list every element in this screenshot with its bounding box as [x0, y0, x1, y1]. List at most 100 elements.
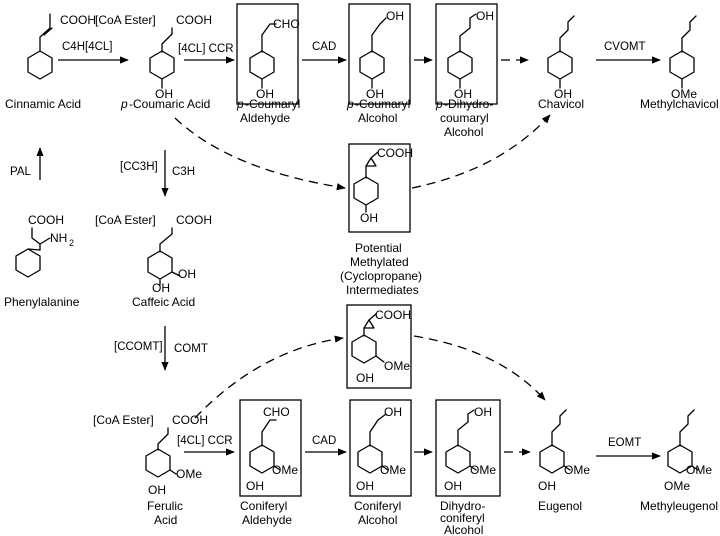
ome-label: OMe	[564, 463, 590, 477]
p-coumaryl-aldehyde-box	[236, 3, 299, 105]
dashed-arrow-to-eugenol	[413, 335, 546, 401]
oh-label: OH	[360, 211, 378, 225]
oh-label-2: OH	[454, 87, 472, 101]
p-dihydro-label-2: coumaryl	[440, 111, 489, 125]
coniferyl-aldehyde-structure: CHO OMe OH	[246, 405, 298, 493]
caffeic-acid-structure: [CoA Ester] COOH OH OH	[95, 213, 212, 295]
p-dihydro-label-1: -Dihydro-	[444, 97, 493, 111]
p-coumaryl-aldehyde-label-2: Aldehyde	[240, 111, 290, 125]
coniferyl-aldehyde-label-1: Coniferyl	[240, 499, 287, 513]
p-dihydrocoumaryl-alcohol-structure: OH OH	[447, 9, 494, 101]
ome-label: OMe	[671, 87, 697, 101]
coa-ester-label: [CoA Ester]	[95, 13, 156, 27]
potential-label-2: Methylated	[350, 255, 409, 269]
ome-label: OMe	[686, 463, 712, 477]
oh-label: OH	[386, 9, 404, 23]
ome-label: OMe	[470, 463, 496, 477]
oh-label-2: OH	[366, 87, 384, 101]
cinnamic-acid-label: Cinnamic Acid	[5, 97, 81, 111]
oh-label: OH	[476, 9, 494, 23]
nh2-subscript: 2	[69, 238, 74, 248]
ome-label: OMe	[384, 359, 410, 373]
nh2-label: NH	[50, 231, 67, 245]
cho-label: CHO	[263, 405, 290, 419]
p-prefix: p	[346, 97, 354, 111]
caffeic-acid-label: Caffeic Acid	[132, 295, 195, 309]
ome-label: OMe	[272, 463, 298, 477]
ome-label-2: OMe	[664, 479, 690, 493]
oh-label: OH	[384, 405, 402, 419]
chavicol-structure: OH	[547, 15, 575, 101]
potential-label-4: Intermediates	[346, 283, 419, 297]
methylchavicol-label: Methylchavicol	[640, 97, 719, 111]
dihydroconiferyl-alcohol-structure: OH OMe OH	[444, 405, 496, 493]
dashed-arrow-to-cyclopropane-1	[174, 117, 346, 191]
methyleugenol-structure: OMe OMe	[664, 409, 712, 493]
c3h-label: C3H	[172, 166, 195, 178]
p-coumaric-acid-structure: [CoA Ester] COOH OH	[95, 13, 212, 101]
cho-label: CHO	[273, 17, 300, 31]
dihydroconiferyl-label-3: Alcohol	[444, 523, 483, 536]
methyleugenol-label: Methyleugenol	[640, 499, 718, 513]
dashed-arrow-to-cyclopropane-2	[194, 335, 344, 419]
p-prefix: p	[435, 97, 443, 111]
phenylalanine-structure: COOH NH 2	[15, 213, 74, 278]
pal-label: PAL	[10, 166, 31, 178]
cooh-label: COOH	[375, 308, 411, 322]
potential-label-1: Potential	[355, 241, 402, 255]
oh-label-2: OH	[444, 479, 462, 493]
eugenol-structure: OMe OH	[538, 409, 590, 493]
chavicol-label: Chavicol	[538, 97, 584, 111]
eomt-label: EOMT	[608, 437, 641, 449]
dashed-arrow-to-chavicol	[411, 114, 551, 189]
coniferyl-alcohol-structure: OH OMe OH	[356, 405, 406, 493]
p-coumaryl-aldehyde-label-1: -Coumaryl	[245, 97, 300, 111]
cooh-label: COOH	[172, 413, 208, 427]
p-dihydro-label-3: Alcohol	[444, 125, 483, 139]
potential-label-3: (Cyclopropane)	[340, 269, 422, 283]
p-coumaryl-alcohol-label-2: Alcohol	[358, 111, 397, 125]
p-coumaryl-alcohol-label-1: -Coumaryl	[355, 97, 410, 111]
dihydroconiferyl-label-1: Dihydro-	[440, 499, 485, 513]
ome-label: OMe	[380, 463, 406, 477]
cyclopropane-intermediate-structure-2: COOH OMe OH	[351, 308, 411, 385]
cooh-label: COOH	[176, 13, 212, 27]
methylchavicol-structure: OMe	[669, 15, 697, 101]
oh-label-2: OH	[356, 479, 374, 493]
p-prefix: p	[236, 97, 244, 111]
cvomt-label: CVOMT	[604, 41, 646, 53]
oh-label: OH	[474, 405, 492, 419]
cooh-label: COOH	[28, 213, 64, 227]
cyclopropane-intermediate-box-1	[348, 143, 411, 233]
ferulic-acid-structure: [CoA Ester] COOH OMe OH	[93, 413, 208, 497]
cinnamic-acid-structure: COOH	[27, 13, 96, 80]
ome-label: OMe	[176, 467, 202, 481]
coniferyl-aldehyde-box	[239, 399, 302, 497]
ccr-label-1: [4CL] CCR	[178, 43, 234, 55]
p-coumaryl-alcohol-structure: OH OH	[359, 9, 404, 101]
coniferyl-alcohol-label-1: Coniferyl	[354, 499, 401, 513]
cad-label-1: CAD	[312, 41, 336, 53]
comt-label: COMT	[174, 343, 208, 355]
oh-label: OH	[148, 483, 166, 497]
cooh-label: COOH	[60, 13, 96, 27]
ccr-label-2: [4CL] CCR	[177, 435, 233, 447]
p-dihydrocoumaryl-alcohol-box	[435, 3, 498, 105]
p-coumaric-acid-label: -Coumaric Acid	[129, 97, 210, 111]
oh-label: OH	[246, 479, 264, 493]
coa-ester-label: [CoA Ester]	[95, 213, 156, 227]
p-coumaryl-alcohol-box	[348, 3, 411, 105]
oh-label: OH	[538, 479, 556, 493]
p-prefix: p	[120, 97, 128, 111]
oh-label: OH	[155, 87, 173, 101]
phenylalanine-label: Phenylalanine	[4, 295, 80, 309]
coniferyl-alcohol-box	[349, 399, 412, 497]
dihydroconiferyl-alcohol-box	[435, 399, 501, 497]
cad-label-2: CAD	[312, 435, 336, 447]
oh-label: OH	[178, 267, 196, 281]
coniferyl-aldehyde-label-2: Aldehyde	[242, 513, 292, 527]
p-coumaryl-aldehyde-structure: CHO OH	[249, 17, 300, 101]
cyclopropane-intermediate-structure-1: COOH OH	[353, 146, 413, 225]
cooh-label: COOH	[176, 213, 212, 227]
